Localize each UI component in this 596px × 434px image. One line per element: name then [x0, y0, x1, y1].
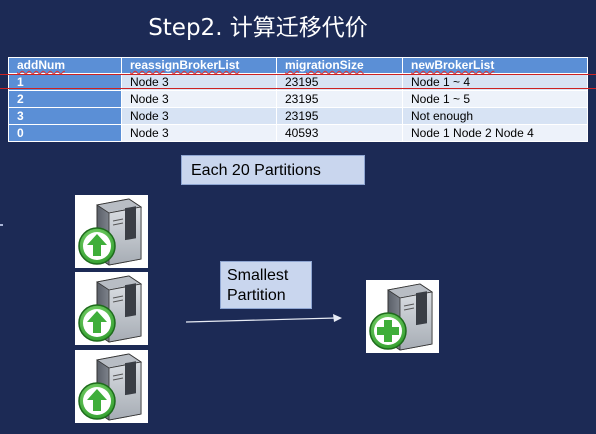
header-new-broker-list: newBrokerList: [402, 57, 588, 74]
smallest-partition-line2: Partition: [227, 287, 286, 304]
cell-migration-size: 23195: [276, 90, 403, 108]
highlight-line-top: [0, 74, 596, 75]
cell-new-broker-list: Node 1 ~ 5: [402, 90, 588, 108]
cell-migration-size: 40593: [276, 124, 403, 142]
cell-reassign-broker-list: Node 3: [121, 107, 277, 125]
table-row: 3 Node 3 23195 Not enough: [8, 107, 588, 125]
slide-title: Step2. 计算迁移代价: [148, 15, 368, 41]
migration-arrow-icon: [186, 314, 342, 323]
server-upload-icon: [78, 275, 142, 343]
table-row: 0 Node 3 40593 Node 1 Node 2 Node 4: [8, 124, 588, 142]
smallest-partition-label: Smallest Partition: [220, 261, 312, 309]
highlight-line-bottom: [0, 88, 596, 89]
header-reassign-broker-list: reassignBrokerList: [121, 57, 277, 74]
server-add-icon: [369, 283, 433, 351]
table-row: 2 Node 3 23195 Node 1 ~ 5: [8, 90, 588, 108]
smallest-partition-line1: Smallest: [227, 267, 289, 284]
cell-reassign-broker-list: Node 3: [121, 124, 277, 142]
server-upload-icon: [78, 353, 142, 421]
cell-addnum: 1: [8, 73, 122, 91]
edge-mark: [0, 224, 3, 226]
source-server-1: [75, 195, 148, 268]
source-server-3: [75, 350, 148, 423]
source-server-2: [75, 272, 148, 345]
cell-reassign-broker-list: Node 3: [121, 90, 277, 108]
cell-addnum: 3: [8, 107, 122, 125]
target-server: [366, 280, 439, 353]
cell-migration-size: 23195: [276, 107, 403, 125]
partitions-label: Each 20 Partitions: [181, 155, 365, 185]
cell-new-broker-list: Not enough: [402, 107, 588, 125]
table-header-row: addNum reassignBrokerList migrationSize …: [8, 57, 588, 74]
migration-cost-table: addNum reassignBrokerList migrationSize …: [8, 57, 588, 142]
header-addnum: addNum: [8, 57, 122, 74]
cell-addnum: 2: [8, 90, 122, 108]
cell-reassign-broker-list: Node 3: [121, 73, 277, 91]
server-upload-icon: [78, 198, 142, 266]
cell-addnum: 0: [8, 124, 122, 142]
cell-new-broker-list: Node 1 Node 2 Node 4: [402, 124, 588, 142]
header-migration-size: migrationSize: [276, 57, 403, 74]
